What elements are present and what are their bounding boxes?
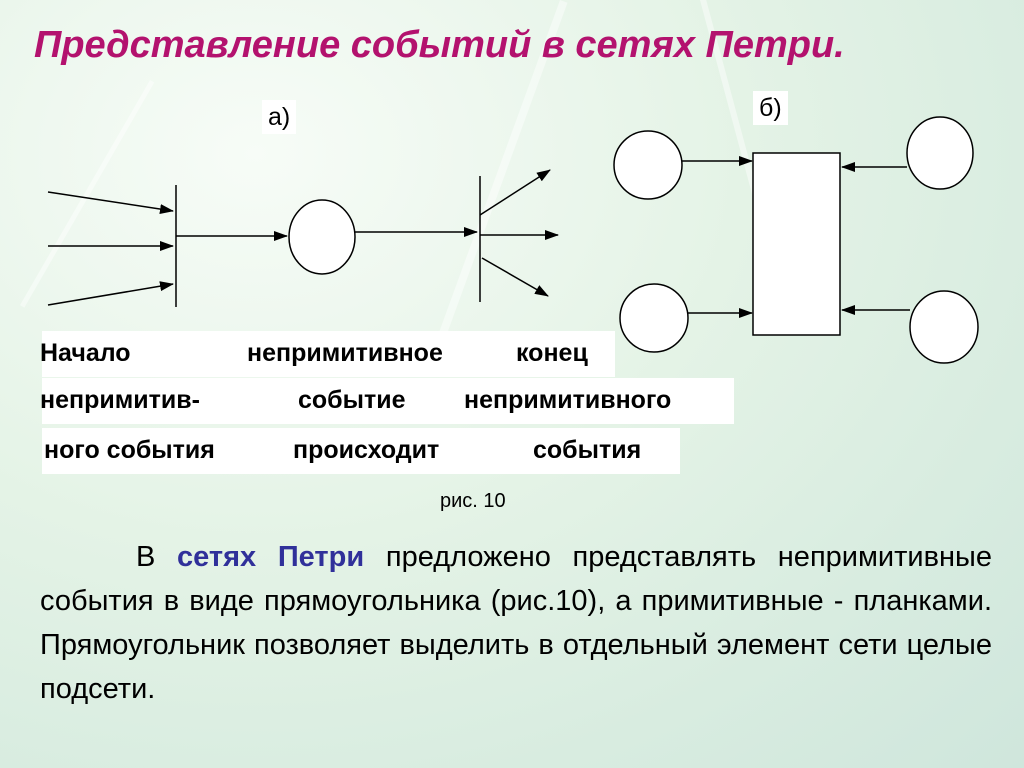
paragraph-rest: предложено представлять непримитивные со… [40,541,992,705]
diagram-a-label: а) [262,100,297,134]
body-paragraph: В сетях Петри предложено представлять не… [40,535,992,711]
arrow [481,257,549,297]
caption-start: Начало [40,339,131,367]
figure-label: рис. 10 [440,490,506,512]
caption-event: происходит [293,436,440,464]
diagram-b-label: б) [753,91,788,125]
place-circle [909,290,979,364]
arrow [47,281,174,306]
caption-end: события [533,436,642,464]
arrow [47,191,174,214]
caption-end: непримитивного [464,386,672,414]
caption-start: ного события [44,436,215,464]
place-circle [619,283,689,353]
paragraph-highlight: сетях Петри [177,541,365,573]
place-circle [288,199,356,275]
diagram-b [613,116,979,364]
caption-end: конец [516,339,588,367]
arrow [479,169,551,216]
place-circle [613,130,683,200]
caption-row-2: непримитив- событие непримитивного [40,378,734,424]
slide-title: Представление событий в сетях Петри. [34,24,845,66]
caption-row-3: ного события происходит события [42,428,680,474]
caption-start: непримитив- [40,386,200,414]
caption-event: событие [298,386,406,414]
diagram-a [47,169,559,307]
place-circle [906,116,974,190]
non-primitive-event-rect [752,152,841,336]
caption-row-1: Начало непримитивное конец [40,331,615,377]
caption-event: непримитивное [247,339,443,367]
paragraph-prefix: В [136,541,178,573]
